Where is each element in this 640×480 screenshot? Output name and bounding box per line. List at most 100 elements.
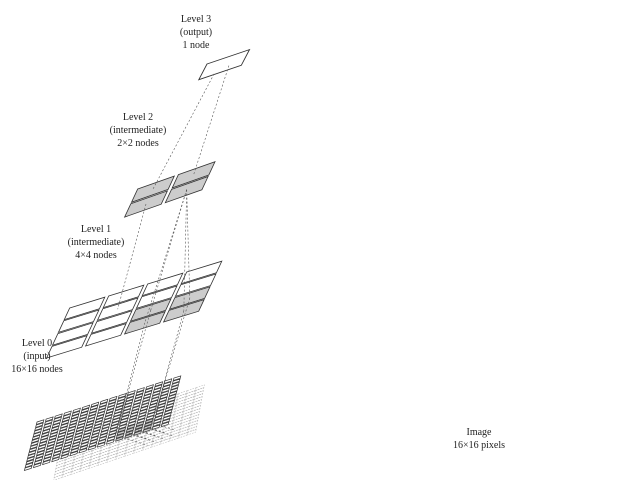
image-pixel [107, 450, 118, 457]
image-pixel [184, 396, 195, 403]
level-0-node [73, 435, 83, 442]
level-0-node [144, 387, 154, 393]
level-0-node [29, 443, 38, 450]
level-0-node [106, 439, 115, 445]
level-0-node [152, 390, 161, 397]
level-0-node [96, 441, 106, 448]
image-pixel [62, 468, 73, 475]
image-pixel [171, 423, 181, 430]
image-pixel [181, 417, 191, 424]
level-0-node [27, 449, 37, 456]
level-0-node [85, 423, 94, 429]
level-0-node [34, 425, 43, 432]
level-1-node [45, 334, 88, 359]
level-0-node [119, 417, 129, 424]
image-pixel [142, 444, 152, 451]
level-0-node [114, 408, 123, 414]
level-0-node [51, 422, 61, 429]
level-3-title: Level 3 [181, 14, 211, 25]
image-pixel [91, 450, 101, 457]
image-pixel [133, 447, 143, 454]
image-pixel [191, 408, 201, 415]
level-0-node [152, 387, 162, 394]
image-pixel [126, 441, 136, 448]
image-pixel [191, 405, 201, 412]
level-0-node [56, 435, 66, 441]
image-pixel [71, 465, 81, 472]
level-0-node [141, 399, 150, 406]
link-l0-image [147, 427, 175, 437]
level-0-node [111, 417, 121, 424]
level-0-node [70, 447, 79, 454]
image-pixel [62, 471, 72, 478]
level-0-node [151, 393, 160, 400]
image-pixel [109, 444, 119, 451]
image-pixel [189, 414, 200, 421]
level-0-node [168, 390, 178, 397]
level-1-node [51, 322, 94, 346]
image-pixel [188, 420, 199, 427]
image-pixel [177, 390, 187, 397]
level-0-node [81, 435, 91, 442]
image-pixel [152, 435, 162, 442]
level-1-node [102, 284, 145, 309]
level-0-node [50, 428, 59, 435]
image-pixel [90, 456, 100, 463]
level-0-node [78, 447, 88, 454]
image-pixel [117, 444, 127, 451]
level-0-node [89, 438, 98, 445]
level-0-node [23, 465, 33, 472]
level-0-node [35, 419, 45, 425]
level-0-node [38, 440, 48, 447]
link-l0-image [139, 424, 167, 434]
level-1-node [135, 285, 178, 310]
link-l0-image [130, 427, 158, 437]
image-pixel [81, 459, 91, 466]
image-pixel [175, 399, 186, 406]
level-0-node [25, 459, 34, 465]
link-l1-l0 [152, 310, 185, 425]
level-0-node [70, 413, 80, 420]
image-pixel [183, 405, 193, 412]
level-0-node [110, 420, 120, 427]
level-0-node [143, 390, 153, 396]
level-0-node [163, 412, 172, 418]
level-1-node [96, 297, 139, 322]
level-0-node [119, 420, 128, 427]
image-pixel [98, 456, 108, 463]
image-pixel [53, 474, 63, 480]
level-0-node [109, 426, 118, 433]
level-0-node [43, 422, 52, 429]
image-pixel [173, 414, 183, 421]
level-0-node-highlighted [116, 429, 126, 436]
image-pixel [160, 438, 170, 445]
level-0-node [135, 390, 144, 396]
level-0-node [118, 423, 127, 430]
level-1-label: Level 1 (intermediate) 4×4 nodes [68, 224, 125, 261]
level-0-node [82, 432, 92, 439]
level-0-node [75, 429, 84, 435]
level-0-node [80, 407, 90, 414]
level-0-node [80, 441, 89, 448]
level-0-node [116, 399, 125, 405]
level-1-count: 4×4 nodes [75, 250, 117, 261]
level-0-node [137, 414, 146, 421]
level-0-node [107, 432, 117, 439]
level-0-node [126, 393, 135, 399]
level-0-node [69, 450, 79, 457]
image-pixel [89, 459, 99, 466]
link-l3-l2 [152, 73, 215, 190]
level-2-label: Level 2 (intermediate) 2×2 nodes [110, 112, 167, 149]
level-0-node [60, 422, 69, 429]
level-0-node [89, 407, 98, 414]
level-0-node [154, 381, 164, 387]
image-pixel [73, 456, 83, 463]
level-0-node [166, 399, 175, 406]
level-0-node [107, 401, 116, 408]
level-0-node [40, 434, 49, 441]
level-0-node [158, 399, 167, 406]
level-0-node [110, 423, 119, 430]
level-0-node [54, 444, 63, 450]
level-0-node [81, 438, 90, 445]
